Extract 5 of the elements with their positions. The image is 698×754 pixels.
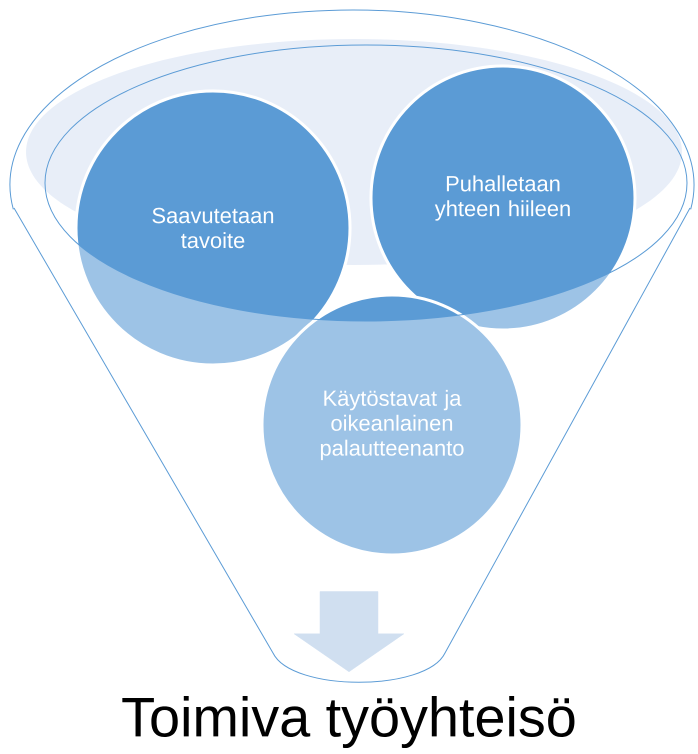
bubble: Saavutetaan tavoite [74,90,352,366]
bubble: Puhalletaan yhteen hiileen [370,64,636,332]
block-arrow [294,591,404,672]
result-text: Toimiva työyhteisö [122,696,574,748]
bubble: Käytöstavat ja oikeanlainen palautteenanto [260,294,524,556]
